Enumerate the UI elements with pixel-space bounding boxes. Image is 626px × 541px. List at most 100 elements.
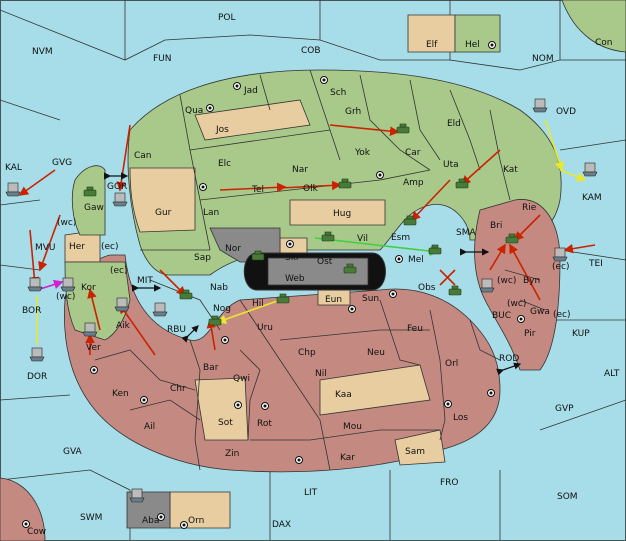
label-Sap: Sap bbox=[194, 253, 211, 263]
label-Zin: Zin bbox=[225, 449, 239, 459]
label-Elc: Elc bbox=[218, 159, 231, 169]
label-Uru: Uru bbox=[257, 323, 273, 333]
fleet-units[interactable] bbox=[5, 98, 598, 503]
label-KUP: KUP bbox=[572, 329, 590, 339]
ship-icon bbox=[82, 322, 98, 337]
label-Rot: Rot bbox=[257, 419, 272, 429]
tank-icon bbox=[505, 233, 519, 244]
supply-center-icon bbox=[376, 171, 384, 179]
label-Kaa: Kaa bbox=[335, 390, 352, 400]
region-Sam[interactable] bbox=[394, 429, 446, 466]
label-Vil: Vil bbox=[357, 234, 368, 244]
label-wc4: (wc) bbox=[507, 299, 526, 309]
label-ec4: (ec) bbox=[553, 310, 571, 320]
label-MIT: MIT bbox=[137, 276, 153, 286]
tank-icon bbox=[83, 186, 97, 197]
order-arrow bbox=[410, 179, 451, 222]
label-Gaw: Gaw bbox=[84, 203, 104, 213]
army-units[interactable] bbox=[83, 123, 519, 326]
supply-center-icon bbox=[395, 255, 403, 263]
supply-center-icon bbox=[90, 366, 98, 374]
supply-center-icon bbox=[22, 520, 30, 528]
label-Sch: Sch bbox=[330, 88, 346, 98]
tank-icon bbox=[403, 215, 417, 226]
label-Bri: Bri bbox=[490, 221, 502, 231]
supply-center-icon bbox=[233, 82, 241, 90]
ship-icon bbox=[29, 347, 45, 362]
supply-center-icon bbox=[180, 521, 188, 529]
label-Aik: Aik bbox=[116, 321, 131, 331]
tank-icon bbox=[251, 250, 265, 261]
order-arrow bbox=[329, 124, 400, 136]
label-Nab: Nab bbox=[210, 283, 228, 293]
supply-center-icon bbox=[140, 396, 148, 404]
label-Byn: Byn bbox=[523, 276, 540, 286]
order-arrow bbox=[489, 243, 506, 271]
region-Gur[interactable] bbox=[129, 167, 196, 233]
supply-center-icon bbox=[320, 76, 328, 84]
label-NVM: NVM bbox=[32, 47, 53, 57]
label-GVP: GVP bbox=[555, 404, 574, 414]
order-arrow bbox=[216, 299, 281, 324]
tank-icon bbox=[396, 123, 410, 134]
region-Gaw[interactable] bbox=[71, 165, 106, 236]
label-FRO: FRO bbox=[440, 478, 459, 488]
supply-center-icon bbox=[221, 336, 229, 344]
ship-icon bbox=[27, 277, 43, 292]
supply-center-icon bbox=[295, 456, 303, 464]
label-Chp: Chp bbox=[298, 348, 316, 358]
supply-center-icon bbox=[389, 290, 397, 298]
label-Web: Web bbox=[285, 274, 305, 284]
order-arrow bbox=[563, 243, 596, 254]
label-Sam: Sam bbox=[405, 447, 425, 457]
region-Jos[interactable] bbox=[194, 99, 311, 141]
label-Yok: Yok bbox=[354, 148, 371, 158]
order-arrow bbox=[119, 303, 156, 356]
region-east-column[interactable] bbox=[474, 199, 561, 371]
label-ALT: ALT bbox=[604, 369, 620, 379]
label-Ver: Ver bbox=[86, 343, 101, 353]
label-Gwa: Gwa bbox=[530, 307, 550, 317]
order-arrow bbox=[279, 180, 342, 191]
cut-support-mark bbox=[439, 269, 456, 286]
supply-center-icon bbox=[206, 104, 214, 112]
ship-icon bbox=[152, 302, 168, 317]
region-Kaa[interactable] bbox=[319, 364, 431, 416]
label-Con: Con bbox=[595, 38, 613, 48]
supply-center-icon bbox=[517, 315, 525, 323]
label-Hil: Hil bbox=[252, 299, 264, 309]
order-arrow bbox=[559, 169, 587, 182]
ship-icon bbox=[112, 192, 128, 207]
label-Can: Can bbox=[134, 151, 152, 161]
region-Hug[interactable] bbox=[289, 199, 386, 226]
region-labels: POL FUN COB NVM NOM Con Elf Hel Jad Sch … bbox=[5, 13, 620, 537]
tank-icon bbox=[321, 231, 335, 242]
tank-icon bbox=[428, 244, 442, 255]
label-Olk: Olk bbox=[303, 184, 319, 194]
orders bbox=[18, 119, 596, 356]
label-Eun: Eun bbox=[325, 295, 342, 305]
tank-icon bbox=[276, 293, 290, 304]
label-Hug: Hug bbox=[333, 209, 351, 219]
ship-icon bbox=[582, 162, 598, 177]
supply-centers bbox=[22, 41, 525, 529]
label-Mou: Mou bbox=[343, 422, 362, 432]
order-arrow bbox=[460, 149, 501, 186]
label-ec2: (ec) bbox=[552, 262, 570, 272]
label-Nog: Nog bbox=[213, 304, 231, 314]
label-BOR: BOR bbox=[22, 306, 41, 316]
label-SWM: SWM bbox=[80, 513, 102, 523]
label-Gur: Gur bbox=[155, 208, 172, 218]
label-Orn: Orn bbox=[188, 516, 204, 526]
label-Ken: Ken bbox=[112, 389, 129, 399]
label-Amp: Amp bbox=[403, 178, 424, 188]
label-Rie: Rie bbox=[522, 203, 537, 213]
order-arrow bbox=[87, 288, 101, 331]
order-arrow bbox=[509, 243, 541, 301]
tank-icon bbox=[338, 178, 352, 189]
label-Jad: Jad bbox=[243, 86, 258, 96]
tank-icon bbox=[179, 289, 193, 300]
tank-icon bbox=[455, 178, 469, 189]
